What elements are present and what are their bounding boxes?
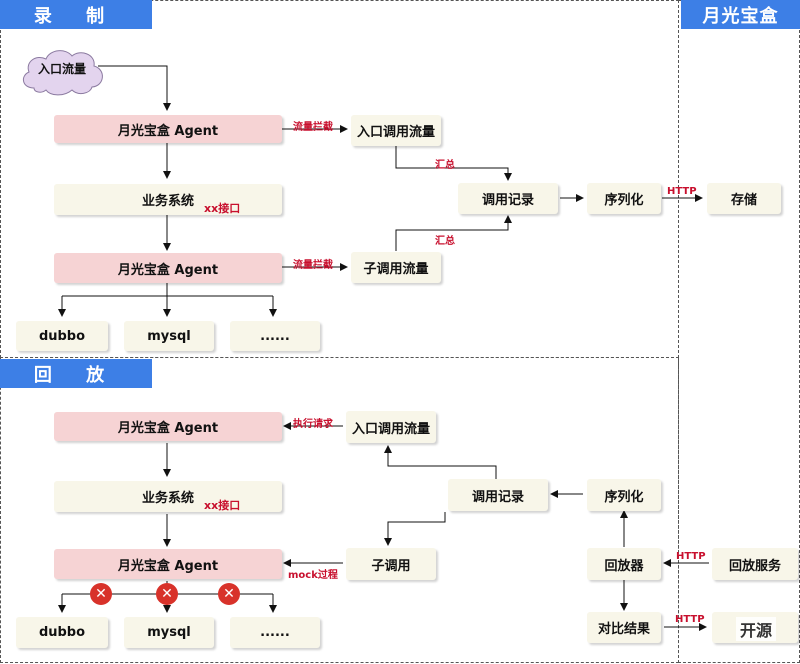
replay-mysql: mysql xyxy=(124,617,214,648)
replay-sub-call: 子调用 xyxy=(346,548,436,580)
block-x-icon: ✕ xyxy=(156,583,178,605)
record-agent-bottom: 月光宝盒 Agent xyxy=(54,253,282,283)
record-xx-api-label: xx接口 xyxy=(204,202,241,215)
replay-serialize: 序列化 xyxy=(587,479,661,511)
replay-call-record: 调用记录 xyxy=(448,479,548,511)
record-call-record: 调用记录 xyxy=(458,183,558,214)
replay-mock-process-label: mock过程 xyxy=(288,570,338,581)
replay-section-title: 回 放 xyxy=(0,359,152,388)
record-mysql: mysql xyxy=(124,321,214,351)
replay-entry-call-traffic: 入口调用流量 xyxy=(346,411,436,443)
replay-compare-result: 对比结果 xyxy=(587,612,661,643)
repeater-section-title: 月光宝盒 xyxy=(681,0,800,29)
record-business-system: 业务系统 xyxy=(54,184,282,215)
watermark: 开源 xyxy=(736,617,777,641)
record-summary-label-2: 汇总 xyxy=(435,236,455,247)
record-agent-top: 月光宝盒 Agent xyxy=(54,115,282,143)
replay-replayer: 回放器 xyxy=(587,548,661,580)
cloud-icon xyxy=(22,50,103,96)
block-x-icon: ✕ xyxy=(90,583,112,605)
record-sub-call-traffic: 子调用流量 xyxy=(351,252,441,283)
record-more: ...... xyxy=(230,321,320,351)
replay-http-label-1: HTTP xyxy=(676,551,706,562)
record-http-label: HTTP xyxy=(667,186,697,197)
record-entry-call-traffic: 入口调用流量 xyxy=(351,115,441,146)
record-serialize: 序列化 xyxy=(587,183,661,214)
entry-traffic-label: 入口流量 xyxy=(37,61,86,76)
replay-business-system: 业务系统 xyxy=(54,481,282,512)
record-intercept-label-1: 流量拦截 xyxy=(293,122,333,133)
record-storage: 存储 xyxy=(707,183,781,214)
replay-replay-service: 回放服务 xyxy=(712,548,798,580)
replay-http-label-2: HTTP xyxy=(675,614,705,625)
replay-xx-api-label: xx接口 xyxy=(204,499,241,512)
replay-more: ...... xyxy=(230,617,320,648)
replay-exec-request-label: 执行请求 xyxy=(293,419,333,430)
record-section-title: 录 制 xyxy=(0,0,152,29)
replay-dubbo: dubbo xyxy=(16,617,108,648)
record-dubbo: dubbo xyxy=(16,321,108,351)
replay-agent-bottom: 月光宝盒 Agent xyxy=(54,549,282,579)
record-summary-label-1: 汇总 xyxy=(435,160,455,171)
record-intercept-label-2: 流量拦截 xyxy=(293,260,333,271)
block-x-icon: ✕ xyxy=(218,583,240,605)
replay-agent-top: 月光宝盒 Agent xyxy=(54,412,282,441)
